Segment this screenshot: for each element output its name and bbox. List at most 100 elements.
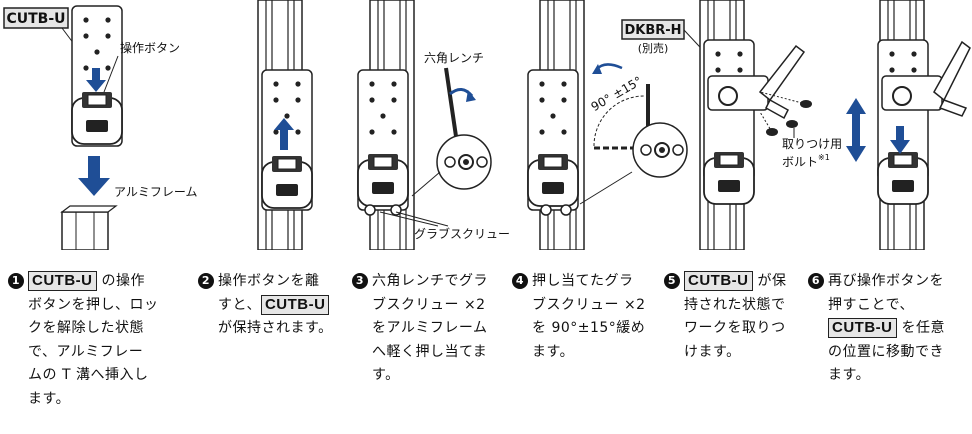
cutb-tag-box [3, 7, 69, 29]
step-number-badge: 3 [352, 273, 368, 289]
caption-text: が保 [752, 273, 787, 289]
caption-text: クを解除した状態 [28, 320, 144, 336]
caption-text: ます。 [532, 343, 575, 360]
caption-text: ワークを取りつ [684, 320, 786, 336]
caption-line: けます。 [664, 341, 804, 365]
step-number-badge: 1 [8, 273, 24, 289]
step-number-badge: 4 [512, 273, 528, 289]
toggle-clamp [881, 40, 971, 117]
mount-bolt-label-2: ボルト [782, 155, 818, 169]
note-mark: ※1 [818, 153, 830, 162]
caption-line: をアルミフレーム [352, 317, 508, 341]
dkbr-label: DKBR-H [624, 23, 681, 38]
hex-wrench-label: 六角レンチ [424, 51, 484, 65]
caption-line: すと、CUTB-U [198, 294, 346, 318]
grab-screw-label: グラブスクリュー [414, 226, 510, 241]
caption-line: ムの T 溝へ挿入し [8, 364, 158, 388]
caption-text: 六角レンチでグラ [372, 273, 488, 289]
down-arrow-large-icon [78, 156, 110, 196]
caption-text: ムの T 溝へ挿入し [28, 367, 149, 383]
caption-text: ます。 [28, 390, 71, 407]
caption-text: ブスクリュー ×2 [372, 296, 486, 313]
angle-label: 90° ±15° [589, 74, 645, 114]
illustration-area: CUTB-U 操作ボタン アルミフレーム 六角レンチ [3, 0, 971, 250]
caption-line: ワークを取りつ [664, 317, 804, 341]
caption-line: を 90°±15°緩め [512, 317, 658, 341]
caption-text: 押すことで、 [828, 296, 915, 313]
caption-line: CUTB-U を任意 [808, 317, 968, 341]
caption-text: ブスクリュー ×2 [532, 296, 646, 313]
up-arrow-icon [274, 118, 294, 150]
panel-5: DKBR-H (別売) 取りつけ用 ボルト ※1 [621, 0, 842, 250]
panel-6 [846, 0, 971, 250]
caption-text: へ軽く押し当てま [372, 343, 488, 360]
caption-line: ます。 [8, 388, 158, 412]
toggle-clamp [707, 44, 806, 120]
caption-text: 押し当てたグラ [532, 273, 634, 289]
operation-button-label: 操作ボタン [120, 40, 180, 55]
caption-text: 持された状態で [684, 296, 786, 313]
lock-body [877, 151, 929, 205]
mount-bolt-label-1: 取りつけ用 [782, 137, 842, 151]
cutb-label: CUTB-U [6, 11, 65, 27]
lock-body [703, 151, 755, 205]
down-arrow-icon [890, 126, 910, 154]
caption-text: が保持されます。 [218, 320, 333, 336]
down-arrow-small-icon [86, 68, 106, 92]
lock-body [357, 153, 409, 207]
caption-text: 再び操作ボタンを [828, 273, 944, 289]
sold-separately-label: (別売) [638, 42, 669, 55]
product-tag: CUTB-U [828, 318, 897, 338]
caption-text: す。 [372, 367, 400, 383]
lock-body [71, 91, 123, 145]
panel-3: 六角レンチ グラブスクリュー [357, 0, 510, 250]
dkbr-tag-box [621, 19, 685, 40]
product-tag: CUTB-U [684, 271, 753, 291]
caption-text: の位置に移動でき [828, 343, 944, 360]
caption-line: が保持されます。 [198, 317, 346, 341]
caption-text: ボタンを押し、ロッ [28, 296, 159, 313]
caption-line: クを解除した状態 [8, 317, 158, 341]
caption-line: ます。 [512, 341, 658, 365]
caption-text: を 90°±15°緩め [532, 320, 646, 336]
aluminum-frame-stub [60, 205, 118, 250]
caption-line: へ軽く押し当てま [352, 341, 508, 365]
caption-line: の位置に移動でき [808, 341, 968, 365]
caption-text: をアルミフレーム [372, 320, 488, 336]
caption-line: ブスクリュー ×2 [512, 294, 658, 318]
caption-text: けます。 [684, 343, 741, 360]
lock-body [261, 155, 313, 209]
caption-line: す。 [352, 364, 508, 388]
caption-line: 押すことで、 [808, 294, 968, 318]
caption-line: ブスクリュー ×2 [352, 294, 508, 318]
caption-text: を任意 [896, 320, 945, 336]
panel-2 [257, 0, 313, 250]
step-number-badge: 5 [664, 273, 680, 289]
caption-line: で、アルミフレー [8, 341, 158, 365]
lock-body [527, 153, 579, 207]
product-tag: CUTB-U [260, 294, 330, 315]
caption-text: 操作ボタンを離 [218, 273, 320, 289]
step-number-badge: 2 [198, 273, 214, 289]
up-down-arrow-icon [846, 98, 866, 162]
product-tag: CUTB-U [28, 271, 97, 291]
caption-text: の操作 [96, 273, 145, 289]
panel-1: CUTB-U 操作ボタン アルミフレーム [3, 5, 198, 250]
caption-line: ます。 [808, 364, 968, 388]
caption-text: すと、 [218, 296, 261, 313]
caption-text: ます。 [828, 367, 871, 383]
aluminum-frame-label: アルミフレーム [114, 185, 198, 199]
step-number-badge: 6 [808, 273, 824, 289]
